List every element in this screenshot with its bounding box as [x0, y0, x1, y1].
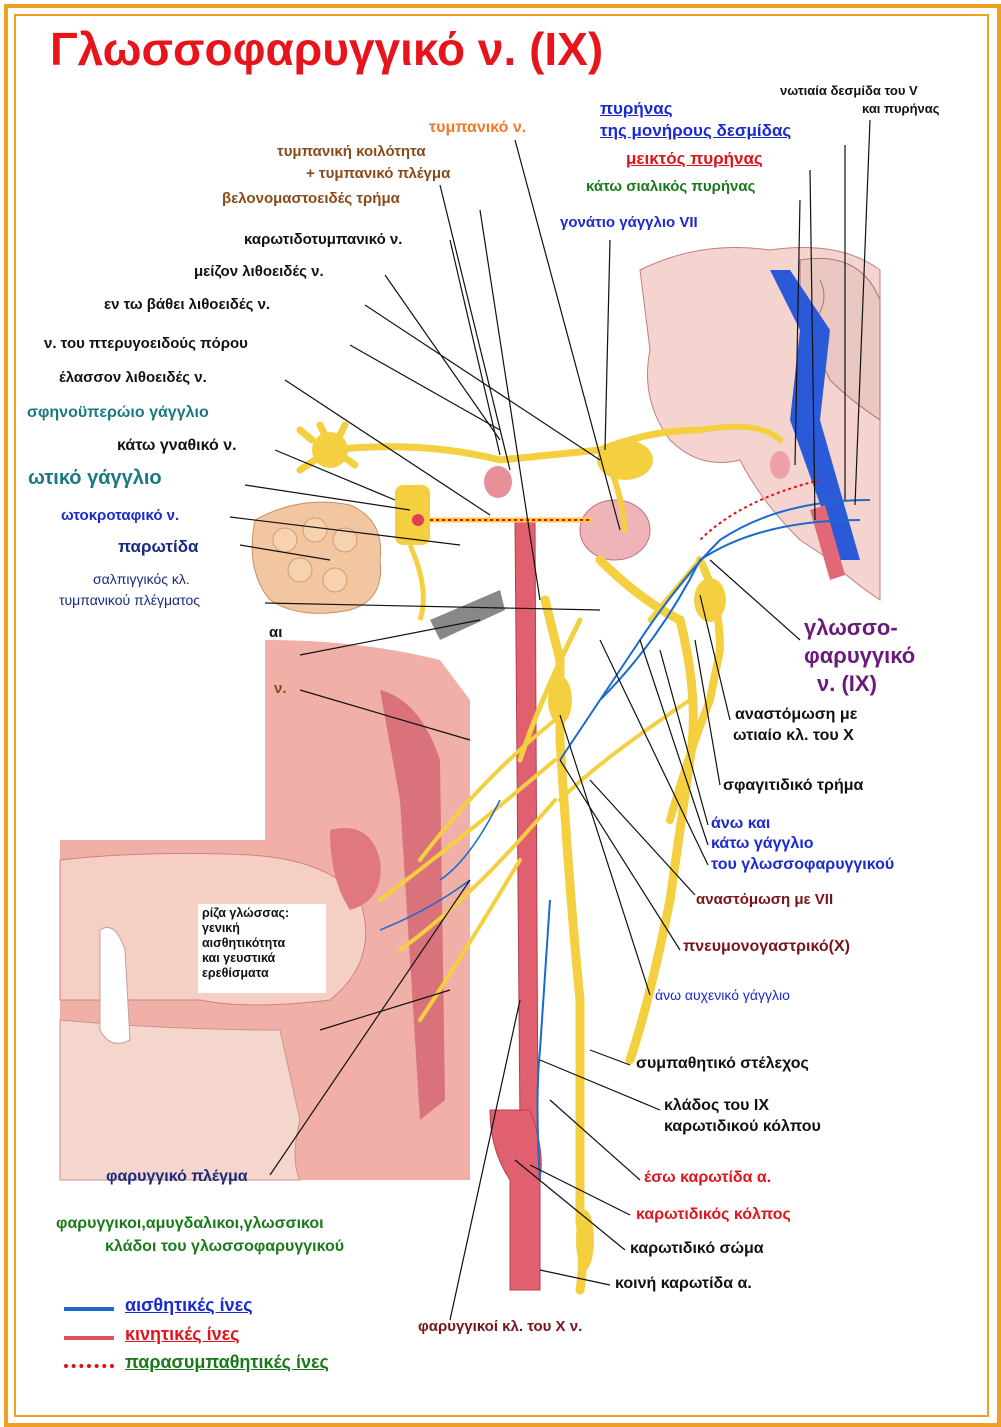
label-solitary-nucleus-2: της μονήρους δεσμίδας — [600, 121, 791, 141]
label-ganglia-3: του γλωσσοφαρυγγικού — [711, 856, 894, 874]
brainstem-illustration — [640, 248, 880, 601]
label-maxillary-nerve: κάτω γναθικό ν. — [117, 437, 237, 455]
label-deep-petrosal-nerve: εν τω βάθει λιθοειδές ν. — [104, 296, 270, 313]
label-solitary-nucleus-1: πυρήνας — [600, 99, 673, 119]
label-geniculate-ganglion: γονάτιο γάγγλιο VII — [560, 214, 698, 231]
tongue-note-line: και γευστικά — [202, 951, 322, 966]
label-auriculotemporal-nerve: ωτοκροταφικό ν. — [61, 507, 179, 524]
label-glossopharyngeal-1: γλωσσο- — [804, 615, 898, 640]
label-pterygoid-canal-nerve: ν. του πτερυγοειδούς πόρου — [44, 335, 248, 352]
label-glossopharyngeal-3: ν. (IX) — [817, 671, 877, 696]
label-fragment-ai: αι — [269, 624, 282, 641]
label-lesser-petrosal-nerve: έλασσον λιθοειδές ν. — [59, 369, 207, 386]
label-ganglia-2: κάτω γάγγλιο — [711, 835, 814, 853]
glossopharyngeal-ganglia — [694, 578, 726, 622]
label-tympanic-cavity-1: τυμπανική κοιλότητα — [277, 143, 426, 160]
label-caroticotympanic-nerve: καρωτιδοτυμπανικό ν. — [244, 231, 402, 248]
label-branches-1: φαρυγγικοι,αμυγδαλικοι,γλωσσικοι — [56, 1215, 324, 1233]
page-title: Γλωσσοφαρυγγικό ν. (IX) — [50, 22, 603, 76]
label-stylomastoid-foramen: βελονομαστοειδές τρήμα — [222, 190, 400, 207]
legend-sensory-swatch — [64, 1307, 114, 1311]
label-tubal-branch-2: τυμπανικού πλέγματος — [59, 592, 200, 608]
tongue-note-line: γενική — [202, 921, 322, 936]
label-jugular-foramen: σφαγιτιδικό τρήμα — [723, 777, 863, 795]
label-greater-petrosal-nerve: μείζον λιθοειδές ν. — [194, 263, 324, 280]
tongue-note-line: ερεθίσματα — [202, 966, 322, 981]
label-sinus-branch-1: κλάδος του IX — [664, 1097, 769, 1115]
label-otic-ganglion: ωτικό γάγγλιο — [28, 467, 162, 490]
label-pharyngeal-plexus: φαρυγγικό πλέγμα — [106, 1168, 248, 1186]
label-sinus-branch-2: καρωτιδικού κόλπου — [664, 1118, 821, 1136]
label-vagus-nerve: πνευμονογαστρικό(X) — [683, 938, 850, 956]
label-parotid: παρωτίδα — [118, 537, 198, 557]
tongue-note-line: αισθητικότητα — [202, 936, 322, 951]
label-tubal-branch-1: σαλπιγγικός κλ. — [93, 571, 190, 587]
label-anastomosis-vii: αναστόμωση με VII — [696, 891, 833, 908]
label-internal-carotid: έσω καρωτίδα α. — [644, 1169, 771, 1187]
tympanic-cavity-shape — [580, 500, 650, 560]
legend-parasympathetic-swatch — [64, 1364, 114, 1368]
legend-parasympathetic-label: παρασυμπαθητικές ίνες — [125, 1352, 329, 1373]
label-pharyngeal-branches-x: φαρυγγικοί κλ. του X ν. — [418, 1318, 582, 1335]
label-carotid-sinus: καρωτιδικός κόλπος — [636, 1206, 791, 1224]
label-superior-cervical-ganglion: άνω αυχενικό γάγγλιο — [655, 987, 790, 1003]
label-anastomosis-x-1: αναστόμωση με — [735, 706, 857, 724]
label-tympanic-nerve: τυμπανικό ν. — [429, 119, 526, 137]
label-common-carotid: κοινή καρωτίδα α. — [615, 1275, 752, 1293]
label-carotid-body: καρωτιδικό σώμα — [630, 1240, 764, 1258]
label-fragment-v: ν. — [274, 680, 287, 697]
tongue-note-line: ρίζα γλώσσας: — [202, 906, 322, 921]
otic-ganglion-shape — [395, 485, 430, 620]
legend-motor-swatch — [64, 1336, 114, 1340]
tongue-note-box: ρίζα γλώσσας: γενική αισθητικότητα και γ… — [198, 904, 326, 993]
label-ganglia-1: άνω και — [711, 815, 770, 833]
label-tympanic-cavity-2: + τυμπανικό πλέγμα — [306, 165, 450, 182]
label-glossopharyngeal-2: φαρυγγικό — [804, 643, 915, 668]
label-inferior-salivatory-nucleus: κάτω σιαλικός πυρήνας — [586, 178, 755, 195]
label-branches-2: κλάδοι του γλωσσοφαρυγγικού — [105, 1238, 344, 1256]
label-sympathetic-trunk: συμπαθητικό στέλεχος — [636, 1055, 809, 1073]
label-nucleus-ambiguus: μεικτός πυρήνας — [626, 149, 763, 169]
legend-sensory-label: αισθητικές ίνες — [125, 1295, 253, 1316]
label-pterygopalatine-ganglion: σφηνοϋπερώιο γάγγλιο — [27, 404, 209, 422]
label-spinal-trigeminal-2: και πυρήνας — [862, 102, 940, 117]
label-anastomosis-x-2: ωτιαίο κλ. του X — [733, 727, 854, 745]
legend-motor-label: κινητικές ίνες — [125, 1324, 240, 1345]
label-spinal-trigeminal-1: νωτιαία δεσμίδα του V — [780, 84, 918, 99]
